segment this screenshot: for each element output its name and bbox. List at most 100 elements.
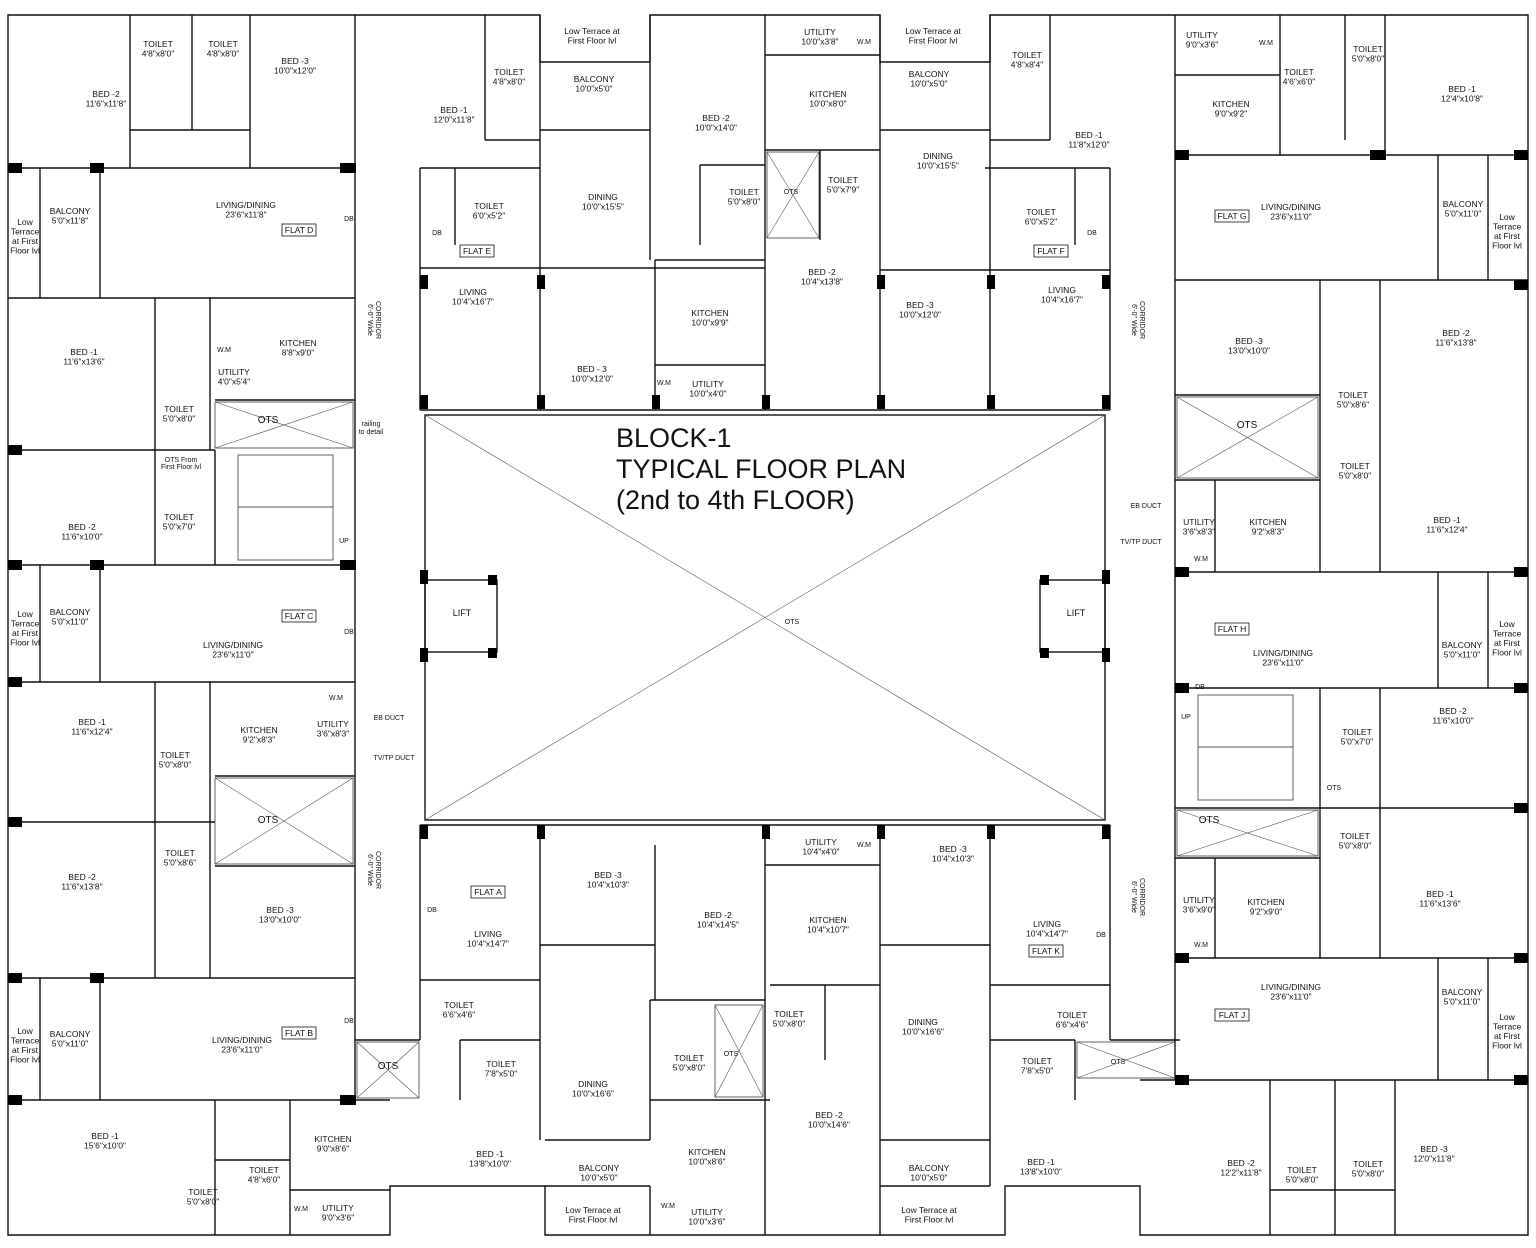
flat-tag-label: FLAT E <box>463 246 491 256</box>
room-label-line: Floor lvl <box>1492 1041 1522 1051</box>
fixture-label: OTS From <box>165 457 198 464</box>
room-label-line: TOILET <box>1287 1165 1317 1175</box>
flat-tag-label: FLAT D <box>285 225 314 235</box>
flat-tag-box <box>470 885 506 899</box>
room-label-line: BALCONY <box>50 607 91 617</box>
room-label-line: BED -2 <box>68 522 96 532</box>
room-label-line: BALCONY <box>909 1163 950 1173</box>
flat-tag-label: FLAT G <box>1218 211 1247 221</box>
room-label-line: Floor lvl <box>1492 648 1522 658</box>
room-label-line: 15'6"x10'0" <box>84 1141 126 1151</box>
flat-tag-box <box>1033 244 1069 258</box>
room-label-line: Floor lvl <box>10 1055 40 1065</box>
room-label-line: 10'4"x13'8" <box>801 277 843 287</box>
room-label-line: LIVING/DINING <box>212 1035 272 1045</box>
room-label-line: TOILET <box>164 512 194 522</box>
ots-label: OTS <box>724 1051 739 1058</box>
room-label-line: 5'0"x8'0" <box>673 1063 705 1073</box>
room-label-line: Terrace <box>1493 629 1522 639</box>
corridor-label-line: 6'-0" Wide <box>1130 881 1137 913</box>
room-label-line: Terrace <box>11 227 40 237</box>
room-label-line: 11'8"x12'0" <box>1068 140 1109 150</box>
room-label-line: 12'0"x11'8" <box>1413 1154 1454 1164</box>
flat-tag-box <box>281 223 317 237</box>
room-label-line: 10'0"x14'0" <box>695 123 737 133</box>
fixture-label: W.M <box>657 380 671 387</box>
room-label-line: Low Terrace at <box>564 26 620 36</box>
fixture-label: W.M <box>294 1206 308 1213</box>
room-label-line: KITCHEN <box>691 308 728 318</box>
room-label-line: 10'4"x10'7" <box>807 925 849 935</box>
room-label-line: LIVING/DINING <box>1261 202 1321 212</box>
fixture-label: W.M <box>217 347 231 354</box>
flat-tag-box <box>1214 1008 1250 1022</box>
flat-tag: FLAT K <box>1028 944 1064 958</box>
corridor-label-line: 6'-0" Wide <box>366 854 373 886</box>
room-label-line: BALCONY <box>1442 987 1483 997</box>
columns <box>8 150 1528 1105</box>
room-label-line: UTILITY <box>805 837 837 847</box>
lift-label: LIFT <box>453 608 472 618</box>
room-label-line: BED -3 <box>906 300 934 310</box>
room-label-line: Floor lvl <box>10 246 40 256</box>
room-label-line: 5'0"x8'0" <box>1352 54 1384 64</box>
room-label-line: LIVING <box>1033 919 1061 929</box>
room-label-line: UTILITY <box>1186 30 1218 40</box>
room-label-line: First Floor lvl <box>909 36 958 46</box>
duct-label: EB DUCT <box>1131 503 1162 510</box>
room-label-line: 5'0"x11'0" <box>1444 997 1481 1007</box>
room-label-line: at First <box>1494 231 1521 241</box>
room-label-line: 9'2"x8'3" <box>1252 527 1284 537</box>
room-label-line: 5'0"x8'0" <box>1286 1175 1318 1185</box>
fixture-label: UP <box>339 538 349 545</box>
room-label-line: LIVING/DINING <box>1253 648 1313 658</box>
flat-tag-box <box>1214 622 1250 636</box>
room-label-line: BED -1 <box>476 1149 504 1159</box>
flat-tag-box <box>281 1026 317 1040</box>
fixture-label: DB <box>344 216 354 223</box>
room-label-line: 10'4"x14'5" <box>697 920 739 930</box>
room-label-line: 23'6"x11'0" <box>221 1045 262 1055</box>
room-label-line: 5'0"x8'0" <box>187 1197 219 1207</box>
room-label-line: 10'0"x12'0" <box>274 66 316 76</box>
room-label-line: 4'8"x8'0" <box>142 49 174 59</box>
room-label-line: TOILET <box>1026 207 1056 217</box>
room-label-line: 5'0"x8'0" <box>163 414 195 424</box>
room-label-line: Floor lvl <box>10 638 40 648</box>
room-label-line: 23'6"x11'0" <box>1270 992 1311 1002</box>
room-label-line: KITCHEN <box>809 915 846 925</box>
room-label-line: BALCONY <box>1443 199 1484 209</box>
room-label-line: 6'0"x5'2" <box>473 211 505 221</box>
room-label-line: Terrace <box>11 619 40 629</box>
flat-tag-label: FLAT J <box>1219 1010 1246 1020</box>
room-label-line: 7'8"x5'0" <box>1021 1066 1053 1076</box>
room-label-line: 13'8"x10'0" <box>1020 1167 1062 1177</box>
room-label-line: BED -1 <box>440 105 468 115</box>
room-label-line: 11'6"x12'4" <box>1426 525 1467 535</box>
room-label-line: 11'6"x10'0" <box>1432 716 1473 726</box>
